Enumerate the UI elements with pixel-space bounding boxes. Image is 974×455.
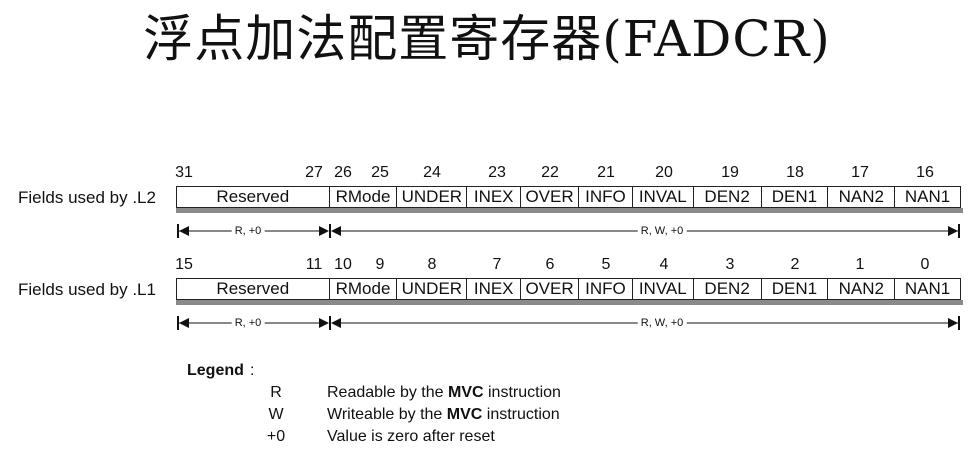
arrowhead-right	[948, 318, 958, 328]
arrowhead-sep-right	[331, 226, 341, 236]
bit-number: 4	[659, 256, 669, 273]
field-nan1: NAN1	[894, 279, 960, 299]
bit-number: 8	[427, 256, 437, 273]
bit-number: 19	[721, 164, 739, 181]
bit-number: 15	[175, 256, 193, 273]
bit-number: 17	[851, 164, 869, 181]
legend-key: +0	[266, 428, 286, 445]
legend-colon: :	[250, 362, 255, 379]
legend-description: Readable by the MVC instruction	[327, 384, 561, 402]
field-info: INFO	[577, 187, 632, 207]
legend-text: Value is zero after reset	[327, 428, 495, 445]
access-arrows: R, +0 R, W, +0	[0, 315, 974, 331]
legend-key: R	[270, 384, 282, 401]
bit-number: 9	[375, 256, 385, 273]
legend-key: W	[268, 406, 284, 423]
field-den2: DEN2	[692, 187, 761, 207]
bit-number: 23	[488, 164, 506, 181]
legend-text: Writeable by the	[327, 406, 447, 423]
field-inval: INVAL	[631, 279, 693, 299]
field-reserved: Reserved	[216, 187, 290, 206]
field-nan2: NAN2	[827, 279, 894, 299]
row-label: Fields used by .L1	[18, 280, 156, 299]
bit-number: 10	[334, 256, 352, 273]
access-label-fields: R, W, +0	[637, 316, 687, 330]
bit-number: 24	[423, 164, 441, 181]
field-over: OVER	[520, 279, 578, 299]
arrowhead-sep-left	[319, 318, 329, 328]
arrowhead-left	[179, 318, 189, 328]
bit-number: 22	[541, 164, 559, 181]
arrowhead-left	[179, 226, 189, 236]
bit-number: 7	[492, 256, 502, 273]
bit-number: 2	[790, 256, 800, 273]
bit-number: 26	[334, 164, 352, 181]
bit-number: 11	[305, 256, 323, 273]
field-den1: DEN1	[760, 279, 828, 299]
access-arrows: R, +0 R, W, +0	[0, 223, 974, 239]
bit-number: 27	[305, 164, 323, 181]
row-label: Fields used by .L2	[18, 188, 156, 207]
field-den1: DEN1	[760, 187, 828, 207]
field-reserved: Reserved	[216, 279, 290, 298]
bit-number: 18	[786, 164, 804, 181]
arrowhead-sep-left	[319, 226, 329, 236]
field-nan2: NAN2	[827, 187, 894, 207]
arrowhead-right	[948, 226, 958, 236]
bit-number: 6	[545, 256, 555, 273]
field-den2: DEN2	[692, 279, 761, 299]
legend-description: Value is zero after reset	[327, 428, 495, 446]
field-rmode: RMode	[328, 279, 397, 299]
bit-number: 0	[920, 256, 930, 273]
field-inval: INVAL	[631, 187, 693, 207]
field-inex: INEX	[466, 187, 520, 207]
bit-number: 25	[371, 164, 389, 181]
access-arrow-graphic	[177, 316, 960, 330]
legend-description: Writeable by the MVC instruction	[327, 406, 560, 424]
field-under: UNDER	[396, 279, 466, 299]
legend-bold-text: MVC	[446, 406, 483, 423]
legend-text-suffix: instruction	[483, 384, 561, 401]
field-over: OVER	[520, 187, 578, 207]
arrowhead-sep-right	[331, 318, 341, 328]
legend-text: Readable by the	[327, 384, 448, 401]
page-title: 浮点加法配置寄存器(FADCR)	[143, 10, 831, 68]
field-rmode: RMode	[328, 187, 397, 207]
access-label-fields: R, W, +0	[637, 224, 687, 238]
bit-number: 21	[597, 164, 615, 181]
bit-number: 5	[601, 256, 611, 273]
legend-bold-text: MVC	[447, 384, 484, 401]
bit-number: 1	[855, 256, 865, 273]
legend-text-suffix: instruction	[482, 406, 560, 423]
bit-number: 31	[175, 164, 193, 181]
register-shadow	[176, 208, 963, 213]
field-inex: INEX	[466, 279, 520, 299]
access-label-reserved: R, +0	[231, 224, 265, 238]
access-label-reserved: R, +0	[231, 316, 265, 330]
field-nan1: NAN1	[894, 187, 960, 207]
register-shadow	[176, 300, 963, 305]
field-under: UNDER	[396, 187, 466, 207]
access-arrow-graphic	[177, 224, 960, 238]
bit-number: 16	[916, 164, 934, 181]
bit-number: 3	[725, 256, 735, 273]
bit-number: 20	[655, 164, 673, 181]
field-info: INFO	[577, 279, 632, 299]
legend-title: Legend	[187, 362, 244, 379]
